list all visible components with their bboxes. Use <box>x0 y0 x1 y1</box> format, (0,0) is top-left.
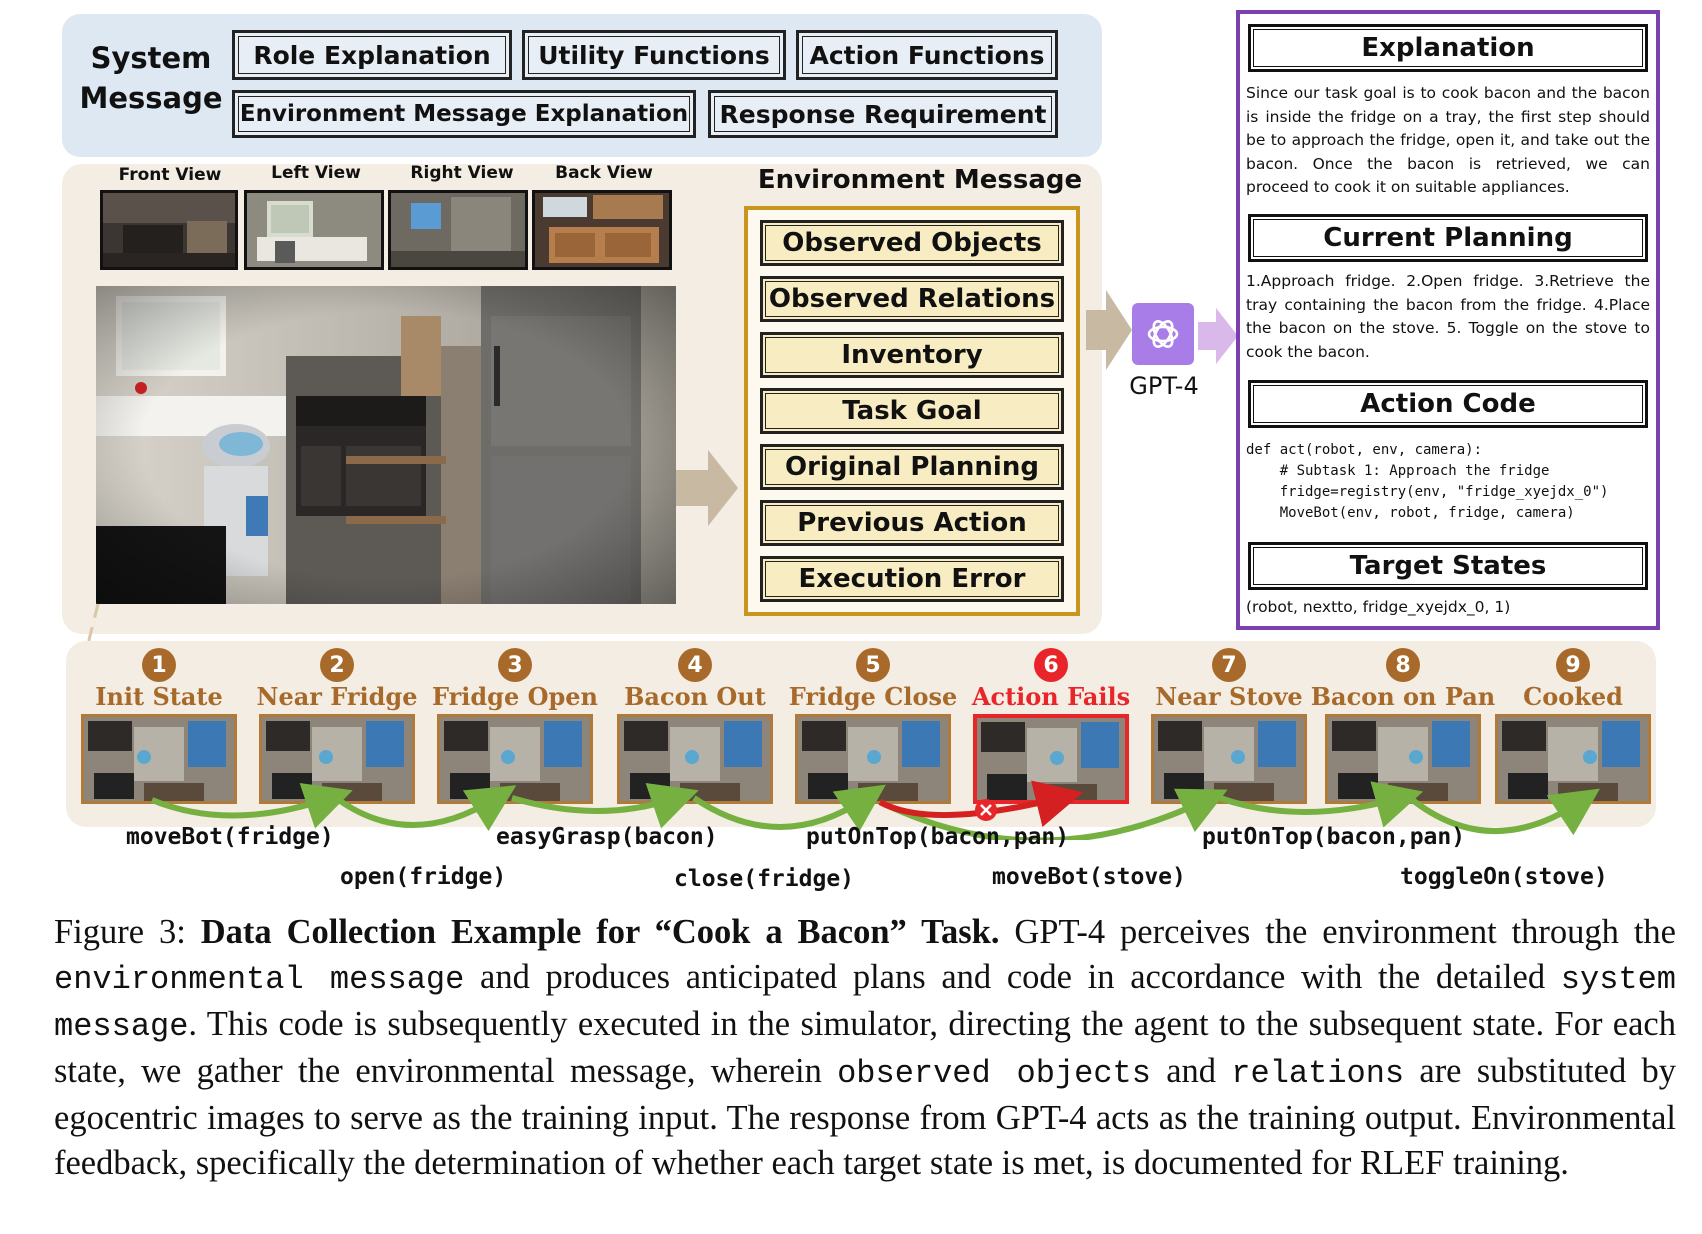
action-putontop-bacon-pan-fail: putOnTop(bacon,pan) <box>806 824 1070 850</box>
role-explanation-box: Role Explanation <box>232 30 512 80</box>
action-code-text: def act(robot, env, camera): # Subtask 1… <box>1246 442 1609 521</box>
caption-text-2: and produces anticipated plans and code … <box>464 958 1561 996</box>
step-number-7: 7 <box>1212 648 1246 682</box>
step-image-2 <box>259 714 415 804</box>
step-label-8: Bacon on Pan <box>1310 682 1496 711</box>
current-planning-text: 1.Approach fridge. 2.Open fridge. 3.Retr… <box>1246 272 1650 361</box>
step-number-3: 3 <box>498 648 532 682</box>
caption-text-4: and <box>1150 1052 1232 1090</box>
task-goal-box: Task Goal <box>760 388 1064 434</box>
step-number-1: 1 <box>142 648 176 682</box>
explanation-text: Since our task goal is to cook bacon and… <box>1246 84 1650 196</box>
target-states-text: (robot, nextto, fridge_xyejdx_0, 1) <box>1246 598 1511 616</box>
action-movebot-fridge: moveBot(fridge) <box>126 824 334 850</box>
arrow-2-3 <box>334 785 517 832</box>
step-label-2: Near Fridge <box>256 682 418 711</box>
step-number-9: 9 <box>1556 648 1590 682</box>
step-label-5: Fridge Close <box>788 682 958 711</box>
left-view-image <box>244 190 384 270</box>
arrow-to-response <box>1198 308 1238 364</box>
caption-text-1: GPT-4 perceives the environment through … <box>999 913 1676 951</box>
step-image-1 <box>81 714 237 804</box>
front-view-label: Front View <box>118 165 222 185</box>
inventory-box: Inventory <box>760 332 1064 378</box>
gpt-4-label: GPT-4 <box>1129 372 1199 400</box>
right-view-label: Right View <box>410 163 514 183</box>
caption-mono-1: environmental message <box>54 961 465 998</box>
target-states-header: Target States <box>1248 542 1648 590</box>
arrow-to-environment-message <box>676 450 738 526</box>
arrow-8-9 <box>1408 788 1600 836</box>
arrow-4-5 <box>692 784 886 832</box>
response-requirement-box: Response Requirement <box>708 90 1058 138</box>
right-view-image <box>388 190 528 270</box>
arrow-7-8 <box>1219 781 1424 828</box>
caption-mono-3: observed objects <box>837 1055 1151 1092</box>
step-label-4: Bacon Out <box>624 682 766 711</box>
caption-text-3: . This code is subsequently executed in … <box>54 1005 1676 1090</box>
system-message-title: System Message <box>79 41 223 115</box>
step-number-8: 8 <box>1386 648 1420 682</box>
action-open-fridge: open(fridge) <box>340 864 507 890</box>
step-label-9: Cooked <box>1523 682 1623 711</box>
current-planning-header: Current Planning <box>1248 214 1648 262</box>
caption-mono-4: relations <box>1231 1055 1405 1092</box>
action-close-fridge: close(fridge) <box>674 866 855 892</box>
figure-caption: Figure 3: Data Collection Example for “C… <box>54 910 1676 1186</box>
utility-functions-box: Utility Functions <box>522 30 786 80</box>
step-number-6: 6 <box>1034 648 1068 682</box>
action-easygrasp-bacon: easyGrasp(bacon) <box>496 824 718 850</box>
observed-relations-box: Observed Relations <box>760 276 1064 322</box>
previous-action-box: Previous Action <box>760 500 1064 546</box>
step-number-4: 4 <box>678 648 712 682</box>
transition-arrows <box>150 780 1600 840</box>
arrow-to-gpt <box>1086 290 1132 370</box>
action-code-header: Action Code <box>1248 380 1648 428</box>
gpt-logo-icon <box>1132 303 1194 365</box>
left-view-label: Left View <box>271 163 361 183</box>
action-toggleon-stove: toggleOn(stove) <box>1400 864 1608 890</box>
caption-mono-2: system message <box>54 961 1676 1045</box>
original-planning-box: Original Planning <box>760 444 1064 490</box>
arrow-5-7 <box>878 788 1228 840</box>
step-label-6: Action Fails <box>971 682 1131 711</box>
caption-title: Data Collection Example for “Cook a Baco… <box>200 913 1000 951</box>
environment-message-explanation-box: Environment Message Explanation <box>232 90 696 138</box>
arrow-1-2 <box>150 782 353 829</box>
back-view-label: Back View <box>555 163 653 183</box>
step-number-2: 2 <box>320 648 354 682</box>
step-label-7: Near Stove <box>1155 682 1303 711</box>
back-view-image <box>532 190 672 270</box>
gpt-response-panel <box>1236 10 1660 630</box>
action-functions-box: Action Functions <box>796 30 1058 80</box>
step-number-5: 5 <box>856 648 890 682</box>
arrow-5-6-fail <box>878 780 1084 828</box>
action-putontop-bacon-pan: putOnTop(bacon,pan) <box>1202 824 1466 850</box>
step-label-1: Init State <box>95 682 223 711</box>
front-view-image <box>100 190 238 270</box>
caption-text-5: are substituted by egocentric images to … <box>54 1052 1677 1182</box>
caption-prefix: Figure 3: <box>54 913 201 951</box>
environment-message-title: Environment Message <box>757 165 1083 195</box>
action-movebot-stove: moveBot(stove) <box>992 864 1186 890</box>
execution-error-box: Execution Error <box>760 556 1064 602</box>
observed-objects-box: Observed Objects <box>760 220 1064 266</box>
step-label-3: Fridge Open <box>432 682 598 711</box>
arrow-3-4 <box>511 783 699 829</box>
egocentric-kitchen-image <box>96 286 676 604</box>
fail-x-icon <box>975 799 997 821</box>
explanation-header: Explanation <box>1248 24 1648 72</box>
step-image-7 <box>1151 714 1307 804</box>
